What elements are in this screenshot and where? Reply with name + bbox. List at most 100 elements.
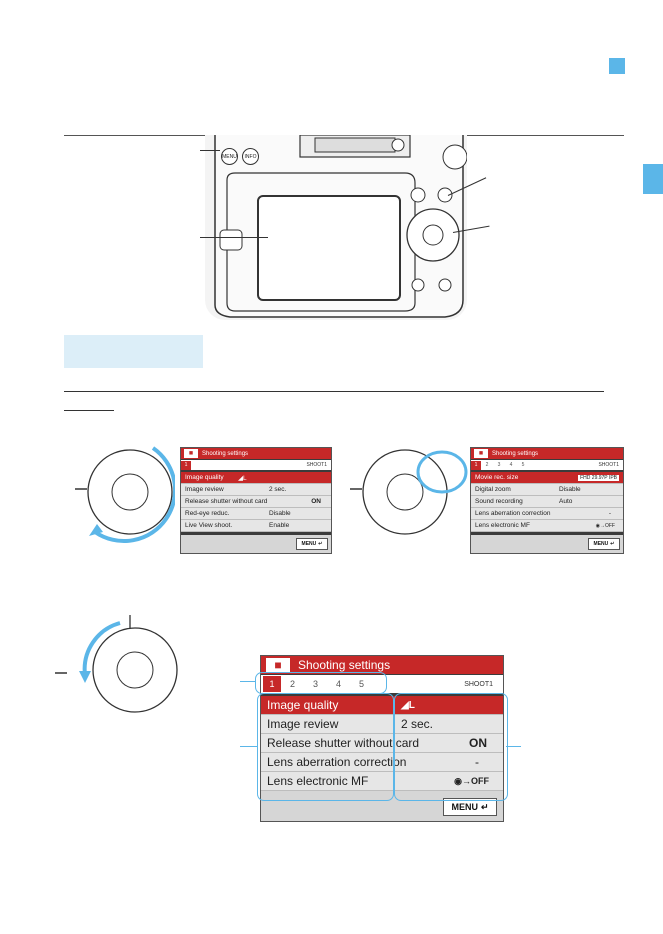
row-label: Lens electronic MF (475, 522, 530, 529)
row-value: ◉→OFF (454, 775, 489, 786)
tab-1[interactable]: 1 (471, 460, 481, 470)
menu-header: ■ Shooting settings (261, 656, 503, 674)
menu-row[interactable]: Image quality ◢L (181, 472, 331, 484)
tab-4[interactable]: 4 (509, 462, 513, 468)
menu-row[interactable]: Digital zoom Disable (471, 484, 623, 496)
menu-tabs: 1 2 3 4 5 SHOOT1 (261, 675, 503, 693)
menu-rows: Image quality ◢L Image review 2 sec. Rel… (261, 696, 503, 791)
menu-page-code: SHOOT1 (306, 462, 327, 468)
camera-icon: ■ (266, 657, 290, 673)
menu-row[interactable]: Release shutter without card ON (181, 496, 331, 508)
menu-footer (181, 535, 331, 553)
menu-row[interactable]: Sound recording Auto (471, 496, 623, 508)
menu-title: Shooting settings (492, 450, 539, 457)
mode-dial-icon (350, 449, 468, 535)
underline-rule-1 (64, 391, 604, 392)
menu-header: ■ Shooting settings (181, 448, 331, 459)
return-arrow-icon: ↵ (480, 801, 489, 812)
tab-3[interactable]: 3 (312, 679, 318, 689)
menu-button[interactable]: MENU (221, 148, 238, 165)
row-label: Red-eye reduc. (185, 510, 230, 517)
row-label: Lens aberration correction (475, 510, 551, 517)
tab-2[interactable]: 2 (485, 462, 489, 468)
info-button-label: INFO (244, 153, 257, 160)
menu-screen-small-left: ■ Shooting settings 1 SHOOT1 Image quali… (180, 447, 332, 554)
row-value: ◢L (238, 474, 247, 482)
row-label: Image review (267, 717, 339, 731)
menu-title: Shooting settings (298, 658, 391, 672)
menu-row[interactable]: Live View shoot. Enable (181, 520, 331, 532)
menu-row[interactable]: Image quality ◢L (261, 696, 503, 715)
row-label: Release shutter without card (267, 736, 420, 750)
camera-back-illustration: MENU INFO (205, 135, 467, 320)
row-value: Disable (269, 510, 291, 517)
menu-return-label: MENU (593, 541, 609, 547)
chapter-tab-marker-top (609, 58, 625, 74)
menu-return-button[interactable]: MENU ↵ (588, 538, 620, 550)
row-value: - (608, 510, 611, 517)
row-value: ON (311, 498, 321, 505)
row-label: Image review (185, 486, 224, 493)
menu-header: ■ Shooting settings (471, 448, 623, 459)
tab-5[interactable]: 5 (521, 462, 525, 468)
menu-page-code: SHOOT1 (598, 462, 619, 468)
camera-icon: ■ (184, 449, 198, 458)
menu-row[interactable]: Image review 2 sec. (181, 484, 331, 496)
tab-4[interactable]: 4 (335, 679, 341, 689)
row-value: ◉→OFF (595, 522, 615, 529)
row-value: ◢L (401, 699, 415, 711)
menu-row[interactable]: Lens electronic MF ◉→OFF (261, 772, 503, 791)
highlight-settings (394, 693, 508, 801)
menu-return-button[interactable]: MENU ↵ (443, 798, 497, 816)
row-value: FHD 29.97P IPB (578, 474, 619, 481)
row-label: Sound recording (475, 498, 523, 505)
row-value: ON (469, 736, 487, 750)
tab-3[interactable]: 3 (497, 462, 501, 468)
menu-row[interactable]: Image review 2 sec. (261, 715, 503, 734)
menu-row[interactable]: Release shutter without card ON (261, 734, 503, 753)
tab-2[interactable]: 2 (289, 679, 295, 689)
heading-box (64, 335, 203, 368)
menu-tabs: 1 SHOOT1 (181, 460, 331, 470)
return-arrow-icon: ↵ (318, 541, 323, 547)
tab-1[interactable]: 1 (263, 676, 281, 692)
tab-1[interactable]: 1 (181, 460, 191, 470)
row-label: Movie rec. size (475, 474, 519, 481)
row-label: Image quality (185, 474, 224, 481)
menu-return-label: MENU (451, 802, 478, 812)
info-button[interactable]: INFO (242, 148, 259, 165)
leader-settings (506, 746, 521, 747)
leader-lcd (200, 237, 268, 238)
row-value: Disable (559, 486, 581, 493)
row-label: Release shutter without card (185, 498, 268, 505)
row-label: Lens electronic MF (267, 774, 369, 788)
leader-tabs (240, 681, 255, 682)
row-label: Image quality (267, 698, 339, 712)
menu-row[interactable]: Lens aberration correction - (261, 753, 503, 772)
menu-return-button[interactable]: MENU ↵ (296, 538, 328, 550)
return-arrow-icon: ↵ (610, 541, 615, 547)
leader-menu (200, 150, 220, 151)
row-label: Live View shoot. (185, 522, 233, 529)
lcd-monitor (257, 195, 401, 301)
menu-row[interactable]: Lens aberration correction - (471, 508, 623, 520)
row-value: Auto (559, 498, 573, 505)
menu-return-label: MENU (301, 541, 317, 547)
leader-item-names (240, 746, 257, 747)
menu-row[interactable]: Red-eye reduc. Disable (181, 508, 331, 520)
highlight-item-names (257, 693, 394, 801)
menu-footer (471, 535, 623, 553)
menu-button-label: MENU (222, 153, 237, 160)
mode-dial-icon (75, 446, 175, 544)
row-value: 2 sec. (401, 717, 434, 731)
menu-row[interactable]: Lens electronic MF ◉→OFF (471, 520, 623, 532)
row-label: Digital zoom (475, 486, 511, 493)
underline-rule-2 (64, 410, 114, 411)
menu-tabs: 1 2 3 4 5 SHOOT1 (471, 460, 623, 470)
chapter-tab-marker-side (643, 164, 663, 194)
menu-row[interactable]: Movie rec. size FHD 29.97P IPB (471, 472, 623, 484)
tab-5[interactable]: 5 (358, 679, 364, 689)
menu-screen-small-right: ■ Shooting settings 1 2 3 4 5 SHOOT1 Mov… (470, 447, 624, 554)
row-value: 2 sec. (269, 486, 287, 493)
menu-rows: Image quality ◢L Image review 2 sec. Rel… (181, 472, 331, 532)
